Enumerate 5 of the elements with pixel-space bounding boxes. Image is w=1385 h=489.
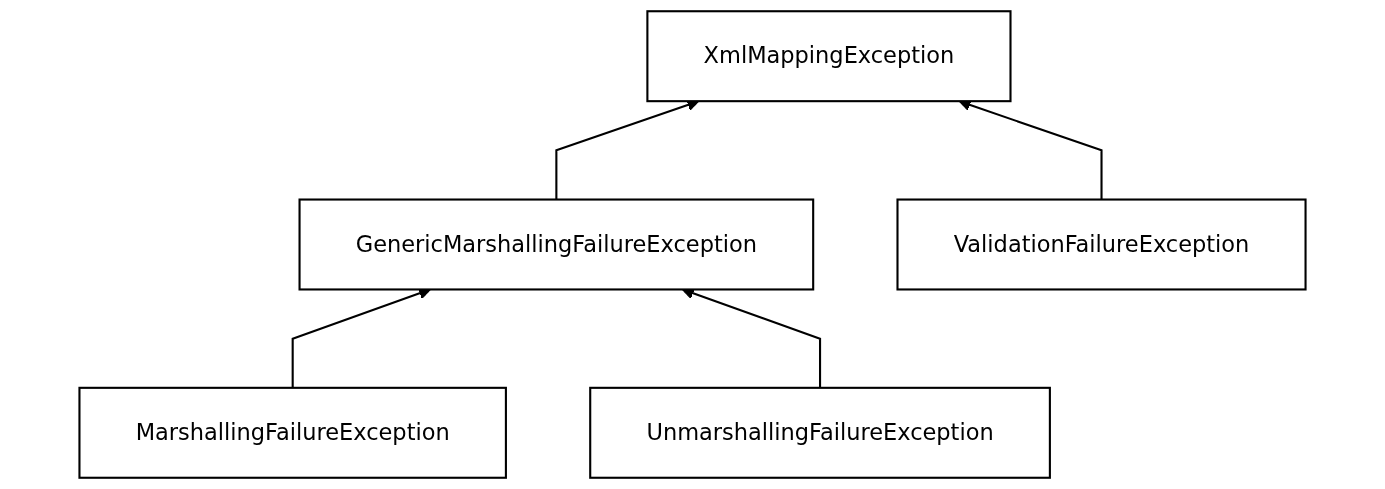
node-box: UnmarshallingFailureException: [589, 386, 1051, 479]
node-box: GenericMarshallingFailureException: [298, 198, 815, 291]
node-box: ValidationFailureException: [896, 198, 1307, 291]
node-box: MarshallingFailureException: [78, 386, 507, 479]
node-box: XmlMappingException: [646, 10, 1012, 103]
